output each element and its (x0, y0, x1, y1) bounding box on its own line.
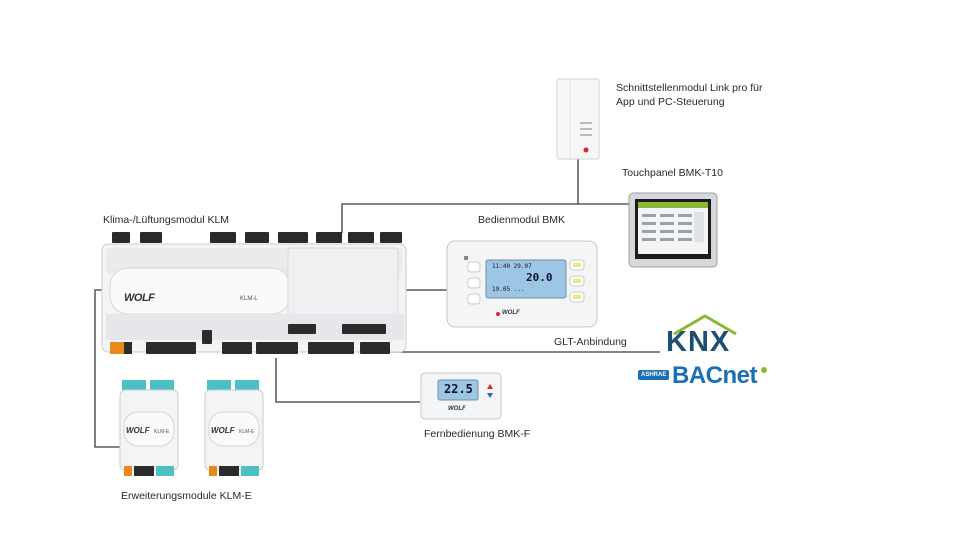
ashrae-badge: ASHRAE (638, 370, 670, 380)
knx-logo: KNX (664, 312, 746, 358)
label-touchpanel: Touchpanel BMK-T10 (622, 167, 723, 179)
knx-logo-text: KNX (666, 326, 731, 358)
klm-model-label: KLM-L (240, 296, 258, 302)
label-erweiterungsmodule: Erweiterungsmodule KLM-E (121, 490, 252, 502)
bmkf-brand-logo: WOLF (448, 406, 466, 412)
label-bmk: Bedienmodul BMK (478, 214, 565, 226)
klm-brand-logo: WOLF (124, 292, 155, 304)
label-glt: GLT-Anbindung (554, 336, 627, 348)
label-klm: Klima-/Lüftungsmodul KLM (103, 214, 230, 226)
bedienmodul-bmk: 11:40 29.07 20.0 19.05 ... WOLF (446, 240, 598, 328)
label-link-pro: Schnittstellenmodul Link pro für App und… (616, 81, 806, 109)
klm-e-model-label: KLM-E (239, 429, 255, 435)
klm-e-module-2: WOLF KLM-E (203, 378, 265, 478)
klm-controller: WOLF KLM-L (100, 228, 410, 360)
link-pro-module (556, 78, 600, 160)
bmk-display-line-1: 11:40 29.07 (492, 263, 532, 270)
klm-e-brand-logo: WOLF (126, 426, 150, 435)
bmk-brand-logo: WOLF (502, 310, 520, 316)
bmk-display-line-2: 20.0 (526, 271, 553, 284)
touchpanel-bmk-t10 (628, 190, 720, 270)
bmk-display-line-3: 19.05 ... (492, 286, 525, 293)
label-link-pro-line-2: App und PC-Steuerung (616, 96, 725, 108)
klm-e-model-label: KLM-E (154, 429, 170, 435)
label-link-pro-line-1: Schnittstellenmodul Link pro für (616, 82, 763, 94)
klm-e-module-1: WOLF KLM-E (118, 378, 180, 478)
bacnet-logo-text: BACnet (672, 362, 758, 389)
bacnet-logo: ASHRAE BACnet (638, 362, 774, 392)
bmkf-display-value: 22.5 (444, 382, 473, 396)
fernbedienung-bmk-f: 22.5 WOLF (420, 372, 502, 420)
klm-e-brand-logo: WOLF (211, 426, 235, 435)
label-bmk-f: Fernbedienung BMK-F (424, 428, 531, 440)
